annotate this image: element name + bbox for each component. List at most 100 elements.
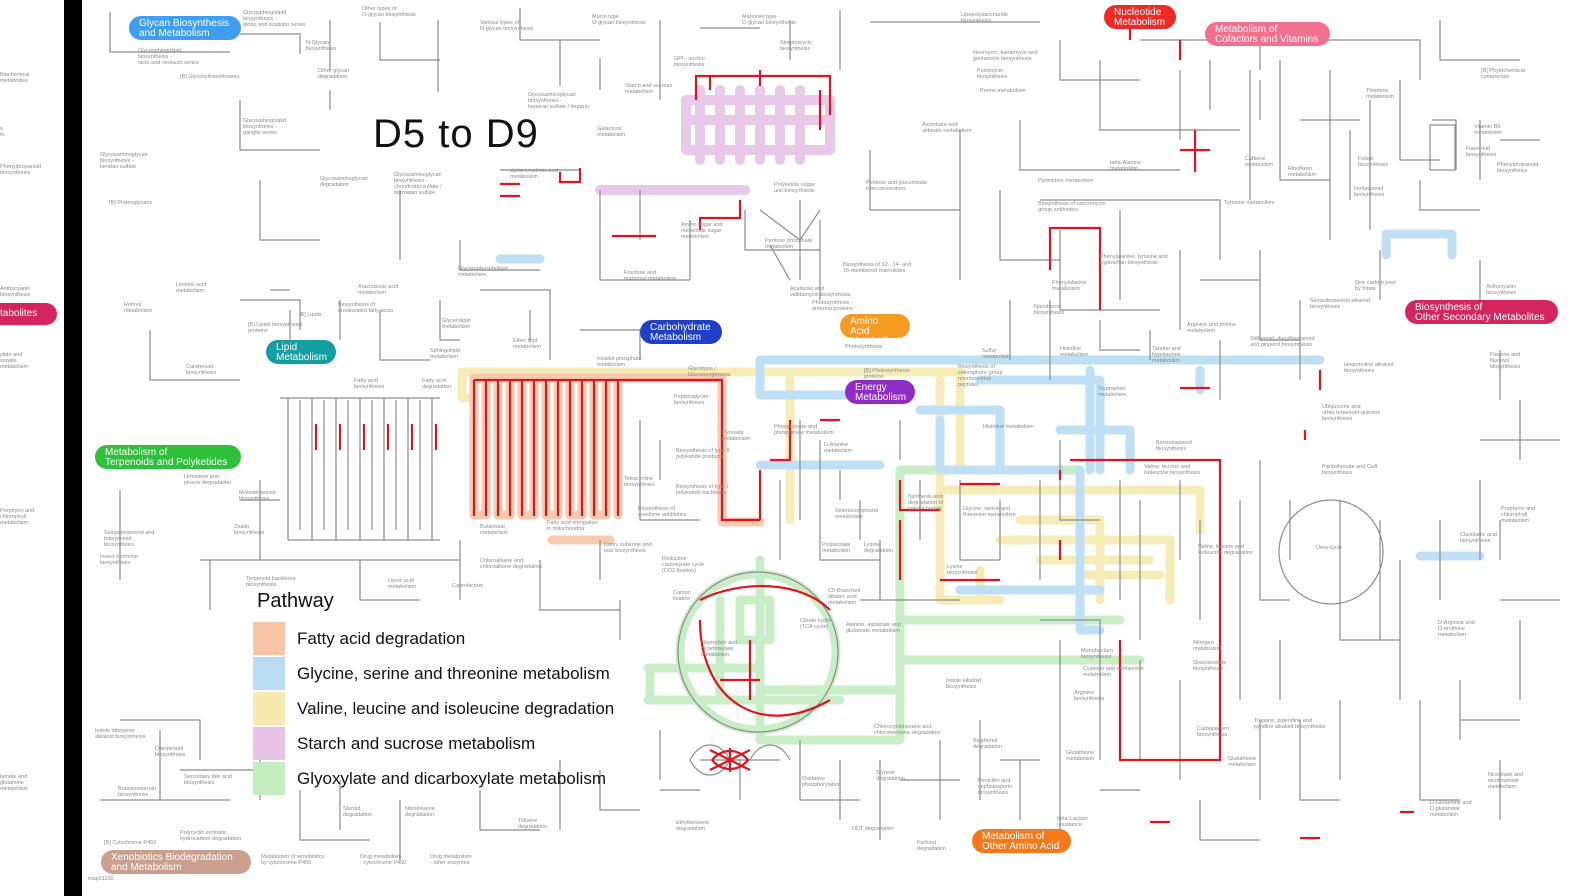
map-label: Biosynthesis of vancomycin group antibio…: [1038, 201, 1106, 213]
map-label: Nitrogen metabolism: [1193, 640, 1221, 652]
map-label: Glycosaminoglycan biosynthesis - heparan…: [528, 92, 589, 110]
map-label: Streptomycin biosynthesis: [780, 40, 812, 52]
map-label: Tropane, piperidine and pyridine alkaloi…: [1254, 718, 1325, 730]
category-left-metabolites: tabolites: [0, 303, 57, 325]
map-label: Nitrotoluene degradation: [405, 806, 435, 818]
map-label: Histidine metabolism: [983, 424, 1034, 430]
map-label: Secondary bile acid biosynthesis: [184, 774, 232, 786]
map-label: Isoquinoline alkaloid biosynthesis: [1344, 362, 1394, 374]
map-id-label: map01100: [88, 876, 114, 882]
map-label: Arginine and proline metabolism: [1187, 322, 1236, 334]
map-label: Riboflavin metabolism: [1288, 166, 1316, 178]
category-nucleotide: Nucleotide Metabolism: [1104, 5, 1176, 29]
map-label: Flavonoid biosynthesis: [1466, 146, 1496, 158]
map-label: Phenylalanine metabolism: [1052, 280, 1087, 292]
map-label: Thiamine metabolism: [1366, 88, 1394, 100]
map-label: Fatty acid elongation in mitochondria: [547, 520, 598, 532]
map-label: Brassinosteroid biosynthesis: [118, 786, 156, 798]
map-label: Novobiocin biosynthesis: [1034, 304, 1064, 316]
map-label: Citrate cycle (TCA cycle): [800, 618, 830, 630]
map-label: Histidine metabolism: [1060, 346, 1088, 358]
map-label: Insect hormone biosynthesis: [100, 554, 138, 566]
map-label: Lysine biosynthesis: [947, 564, 977, 576]
map-label: Metabolism of xenobiotics by cytochrome …: [261, 854, 324, 866]
map-label: Glycosphingolipid biosynthesis - globo a…: [243, 10, 305, 28]
map-label: Photosynthesis - antenna proteins: [812, 300, 853, 312]
map-label: Stilbenoid, diarylheptanoid and gingerol…: [1250, 336, 1315, 348]
map-label: Other types of O-glycan biosynthesis: [362, 6, 416, 18]
map-label: Reductive carboxylate cycle (CO2 fixatio…: [662, 556, 704, 574]
map-label: Tyrosine metabolism: [1224, 200, 1274, 206]
legend-label: Fatty acid degradation: [297, 629, 465, 649]
map-label: Penicillin and cephalosporin biosynthesi…: [978, 778, 1012, 796]
map-label: Polycyclic aromatic hydrocarbon degradat…: [180, 830, 241, 842]
map-label: Valine, leucine and isoleucine biosynthe…: [1144, 464, 1200, 476]
map-label: Inositol phosphate metabolism: [597, 356, 642, 368]
map-label: Drug metabolism - other enzymes: [430, 854, 472, 866]
map-label: Taurine and hypotaurine metabolism: [1152, 346, 1181, 364]
map-label: Valine, leucine and isoleucine degradati…: [1198, 544, 1253, 556]
map-label: beta-Alanine metabolism: [1110, 160, 1141, 172]
map-label: Sesquiterpenoid and triterpenoid biosynt…: [104, 530, 154, 548]
legend-item: Fatty acid degradation: [253, 621, 614, 656]
map-label: Isoflavonoid biosynthesis: [1354, 186, 1384, 198]
map-label: Propanoate metabolism: [822, 542, 850, 554]
map-label: Zeatin biosynthesis: [234, 524, 264, 536]
map-label: Purine metabolism: [980, 88, 1026, 94]
map-label: Glycosphingolipid biosynthesis - ganglio…: [243, 118, 286, 136]
map-label: Biosynthesis of unsaturated fatty acids: [338, 302, 393, 314]
map-label: Biosynthesis of type II polyketide produ…: [676, 448, 730, 460]
map-label: Tryptophan metabolism: [1098, 386, 1126, 398]
map-label: Oxidative phosphorylation: [802, 776, 841, 788]
diagram-title: D5 to D9: [373, 112, 539, 157]
legend-swatch: [253, 657, 285, 690]
map-label: Ascorbate and aldarate metabolism: [922, 122, 972, 134]
map-label: GPI - anchor biosynthesis: [674, 56, 705, 68]
map-label: Pentose and glucuronate interconversions: [866, 180, 927, 192]
legend-swatch: [253, 727, 285, 760]
map-label: Mucin type O-glycan biosynthesis: [592, 14, 646, 26]
map-label: [B] Photosynthesis proteins: [864, 368, 910, 380]
map-label: [B] Lipids: [299, 312, 322, 318]
map-label: Pyrimidine metabolism: [1038, 178, 1093, 184]
map-label: Linoleic acid metabolism: [176, 282, 206, 294]
map-label: Indole diterpene alkaloid biosynthesis: [95, 728, 145, 740]
map-label: Acarbose and validamycin biosynthesis: [790, 286, 851, 298]
map-label: Arginine biosynthesis: [1074, 690, 1104, 702]
map-label: Lysine degradation: [864, 542, 893, 554]
map-label: Cysteine and methionine metabolism: [1083, 666, 1144, 678]
map-label: Diterpenoid biosynthesis: [155, 746, 185, 758]
map-label: Phosphonate and phosphinate metabolism: [774, 424, 834, 436]
map-label: Glutathione metabolism: [1066, 750, 1094, 762]
map-label: Glyoxylate and dicarboxylate metabolism: [701, 640, 737, 658]
category-secondary: Biosynthesis of Other Secondary Metaboli…: [1405, 300, 1558, 324]
map-label: Cutin, suberine and wax biosynthesis: [604, 542, 652, 554]
map-label: Sulfur metabolism: [982, 348, 1010, 360]
map-label: Synthesis and degradation of ketone bodi…: [908, 494, 943, 512]
map-label: Toluene degradation: [518, 818, 547, 830]
map-label: Chloroalkane and chloroalkene degradatio…: [480, 558, 542, 570]
map-label: Mannose type O-glycan biosynthesis: [742, 14, 796, 26]
legend-label: Glycine, serine and threonine metabolism: [297, 664, 610, 684]
map-label: Alanine, aspartate and glutamate metabol…: [846, 622, 901, 634]
legend-swatch: [253, 622, 285, 655]
map-label: Vitamin B6 metabolism: [1474, 124, 1502, 136]
map-label: [B] Phytochemical compounds: [1481, 68, 1525, 80]
map-label: Biosynthesis of type I polyketide backbo…: [676, 484, 728, 496]
glycine-band: [500, 234, 1480, 630]
legend-item: Glyoxylate and dicarboxylate metabolism: [253, 761, 614, 796]
category-amino-acid: Amino Acid Metabolism: [840, 314, 910, 338]
map-label: Glycerolipid metabolism: [442, 318, 471, 330]
map-label: Anthocyanin biosynthesis: [1486, 284, 1516, 296]
map-label: Folate biosynthesis: [1358, 156, 1388, 168]
legend-label: Starch and sucrose metabolism: [297, 734, 535, 754]
map-label: Galactose metabolism: [597, 126, 625, 138]
map-label: Nicotinate and nicotinamide metabolism: [1488, 772, 1523, 790]
map-label: Urea cycle: [1316, 545, 1342, 551]
map-label: Caffeine metabolism: [1245, 156, 1273, 168]
map-label: Benzoxazinoid biosynthesis: [1156, 440, 1192, 452]
map-label: Drug metabolism - cytochrome P450: [360, 854, 406, 866]
category-carbohydrate: Carbohydrate Metabolism: [640, 320, 722, 344]
map-label: Amino sugar and nucleotide sugar metabol…: [681, 222, 723, 240]
legend-label: Valine, leucine and isoleucine degradati…: [297, 699, 614, 719]
